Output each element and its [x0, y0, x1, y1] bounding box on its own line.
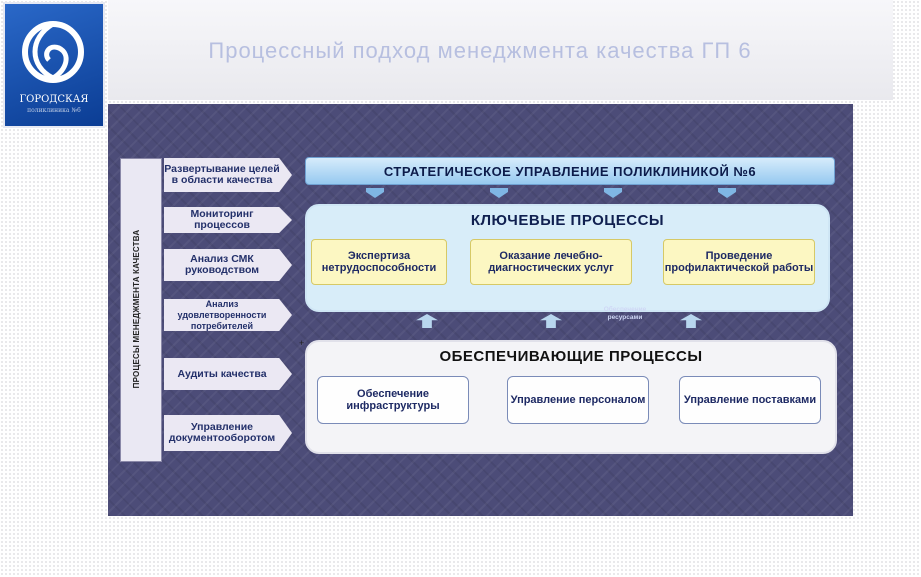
tab-management-review: Анализ СМК руководством: [164, 249, 292, 281]
key-process-item: Проведение профилактической работы: [663, 239, 815, 285]
logo: ГОРОДСКАЯ поликлиника №6: [3, 2, 105, 128]
logo-line1: ГОРОДСКАЯ: [19, 94, 89, 105]
tab-goals-deployment: Развертывание целей в области качества: [164, 158, 292, 192]
support-process-item: Обеспечение инфраструктуры: [317, 376, 469, 424]
arrow-down-icon: [718, 188, 736, 198]
support-processes-title: ОБЕСПЕЧИВАЮЩИЕ ПРОЦЕССЫ: [439, 348, 703, 365]
key-process-item: Оказание лечебно-диагностических услуг: [470, 239, 632, 285]
logo-line2: поликлиника №6: [27, 107, 81, 114]
support-process-item: Управление персоналом: [507, 376, 649, 424]
arrow-down-icon: [604, 188, 622, 198]
support-processes-block: ОБЕСПЕЧИВАЮЩИЕ ПРОЦЕССЫ Обеспечение инфр…: [305, 340, 837, 454]
strategic-management-box: СТРАТЕГИЧЕСКОЕ УПРАВЛЕНИЕ ПОЛИКЛИНИКОЙ №…: [305, 157, 835, 185]
logo-emblem-icon: [22, 21, 84, 83]
plus-icon: +: [299, 338, 305, 348]
tab-document-control: Управление документооборотом: [164, 415, 292, 451]
arrow-down-icon: [490, 188, 508, 198]
tab-quality-audits: Аудиты качества: [164, 358, 292, 390]
tab-customer-satisfaction: Анализ удовлетворенности потребителей: [164, 299, 292, 331]
quality-management-bar: ПРОЦЕСЫ МЕНЕДЖМЕНТА КАЧЕСТВА: [120, 158, 162, 462]
key-processes-title: КЛЮЧЕВЫЕ ПРОЦЕССЫ: [470, 212, 665, 229]
logo-text: ГОРОДСКАЯ поликлиника №6: [7, 94, 101, 116]
key-processes-block: КЛЮЧЕВЫЕ ПРОЦЕССЫ Экспертиза нетрудоспос…: [305, 204, 830, 312]
diagram-panel: ПРОЦЕСЫ МЕНЕДЖМЕНТА КАЧЕСТВА Развертыван…: [108, 104, 853, 516]
vertical-label: ПРОЦЕСЫ МЕНЕДЖМЕНТА КАЧЕСТВА: [132, 229, 141, 389]
tab-process-monitoring: Мониторинг процессов: [164, 207, 292, 233]
slide-title: Процессный подход менеджмента качества Г…: [208, 38, 752, 63]
arrow-down-icon: [366, 188, 384, 198]
title-band: [108, 0, 893, 100]
support-process-item: Управление поставками: [679, 376, 821, 424]
resources-label: Обеспечение ресурсами: [603, 306, 647, 321]
key-process-item: Экспертиза нетрудоспособности: [311, 239, 447, 285]
